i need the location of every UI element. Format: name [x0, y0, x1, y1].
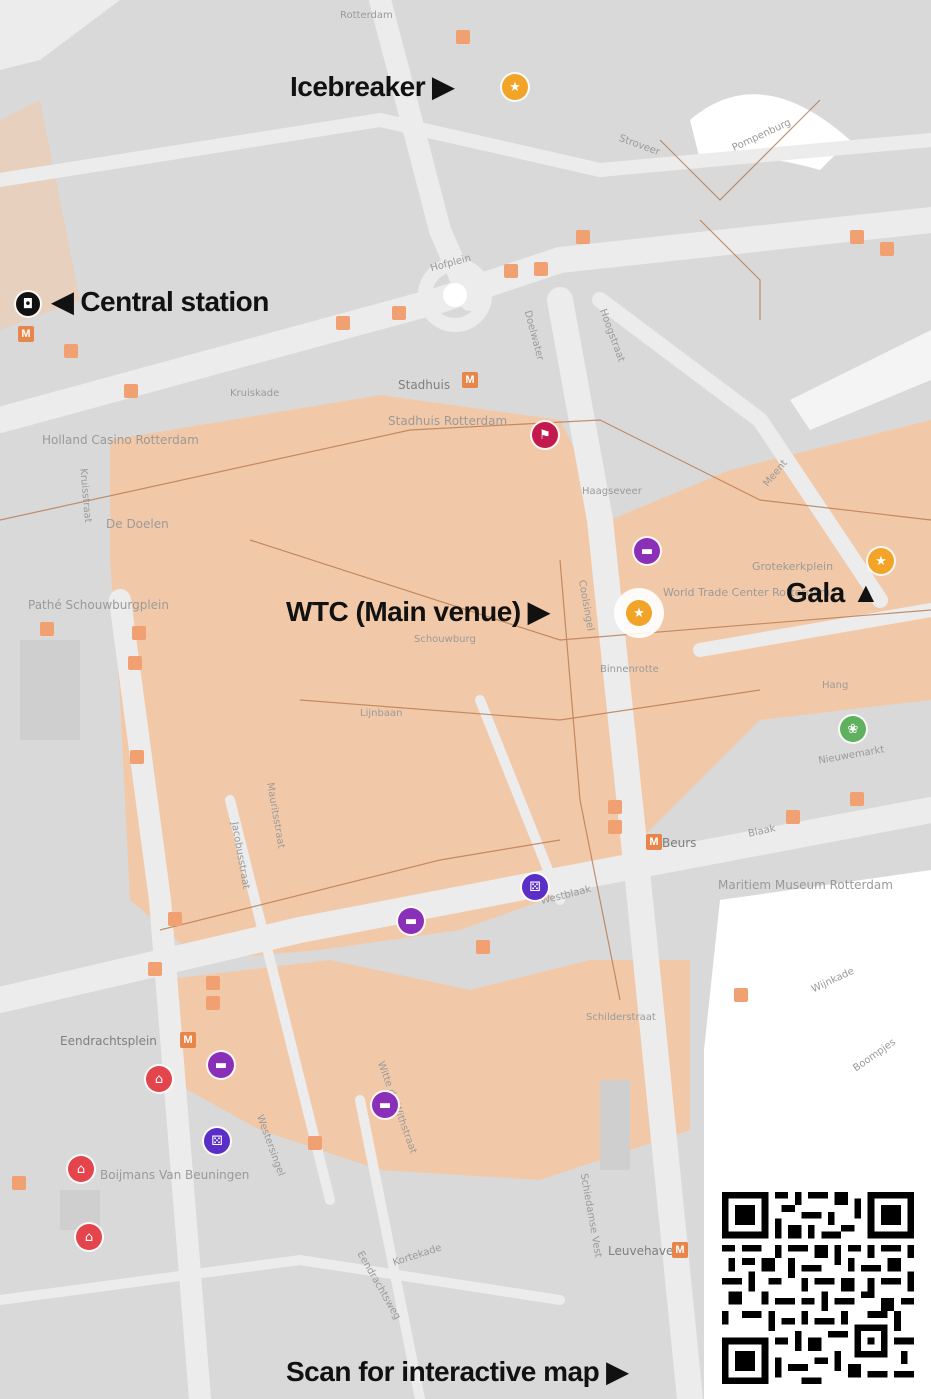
hotel-icon[interactable]: ▬: [398, 908, 424, 934]
poi-marker: [336, 316, 350, 330]
label-schouwburg: Schouwburg: [414, 634, 476, 645]
poi-marker: [40, 622, 54, 636]
qr-code-panel[interactable]: [704, 1176, 931, 1399]
poi-marker: [734, 988, 748, 1002]
label-eendrachtsplein: Eendrachtsplein: [60, 1034, 157, 1048]
label-holland-casino: Holland Casino Rotterdam: [42, 433, 199, 447]
label-leuvehaven: Leuvehaven: [608, 1244, 681, 1258]
icebreaker-star-icon[interactable]: ★: [502, 74, 528, 100]
poi-marker: [128, 656, 142, 670]
poi-marker: [124, 384, 138, 398]
park-icon[interactable]: ❀: [840, 716, 866, 742]
museum-icon[interactable]: ⌂: [146, 1066, 172, 1092]
label-beurs: Beurs: [662, 836, 697, 850]
label-maritiem-museum: Maritiem Museum Rotterdam: [718, 878, 893, 892]
metro-central-icon[interactable]: M: [18, 326, 34, 342]
poi-marker: [12, 1176, 26, 1190]
poi-marker: [504, 264, 518, 278]
poi-marker: [308, 1136, 322, 1150]
water-north: [0, 0, 120, 70]
label-pathe: Pathé Schouwburgplein: [28, 598, 169, 612]
label-world-trade-center: World Trade Center Rotterdam: [663, 586, 831, 599]
poi-marker: [880, 242, 894, 256]
pedestrian-zone-south: [160, 960, 690, 1180]
pedestrian-zone-west: [0, 100, 80, 330]
hofplein-roundabout: [418, 258, 492, 332]
scan-for-interactive-map-label[interactable]: Scan for interactive map ▶: [286, 1356, 628, 1387]
poi-marker: [850, 792, 864, 806]
poi-marker: [786, 810, 800, 824]
poi-marker: [168, 912, 182, 926]
wtc-star-icon[interactable]: ★: [626, 600, 652, 626]
label-stadhuis-rotterdam: Stadhuis Rotterdam: [388, 414, 508, 428]
wtc-main-venue-label[interactable]: WTC (Main venue) ▶: [286, 596, 549, 627]
museum-icon[interactable]: ⌂: [68, 1156, 94, 1182]
icebreaker-label[interactable]: Icebreaker ▶: [290, 71, 454, 102]
hotel-icon[interactable]: ▬: [634, 538, 660, 564]
poi-marker: [476, 940, 490, 954]
poi-marker: [850, 230, 864, 244]
label-lijnbaan: Lijnbaan: [360, 708, 403, 719]
hofplein-fountain: [443, 283, 467, 307]
metro-stadhuis-icon[interactable]: M: [462, 372, 478, 388]
label-binnenrotte: Binnenrotte: [600, 664, 659, 675]
pedestrian-zone-centre: [110, 395, 931, 960]
label-haagseveer: Haagseveer: [582, 486, 642, 497]
casino-icon[interactable]: ⚄: [204, 1128, 230, 1154]
poi-marker: [534, 262, 548, 276]
label-de-doelen: De Doelen: [106, 517, 169, 531]
qr-code[interactable]: [722, 1192, 914, 1384]
poi-marker: [206, 996, 220, 1010]
poi-marker: [132, 626, 146, 640]
label-boijmans: Boijmans Van Beuningen: [100, 1168, 250, 1182]
poi-marker: [576, 230, 590, 244]
label-hang: Hang: [822, 680, 849, 691]
water-leuvehaven: [704, 870, 931, 1176]
poi-marker: [206, 976, 220, 990]
building-blocks: [20, 640, 630, 1230]
label-schilderstraat: Schilderstraat: [586, 1012, 656, 1023]
casino-icon[interactable]: ⚄: [522, 874, 548, 900]
metro-leuvehaven-icon[interactable]: M: [672, 1242, 688, 1258]
label-stadhuis: Stadhuis: [398, 378, 451, 392]
central-station-label[interactable]: ◀ Central station: [52, 286, 269, 317]
metro-beurs-icon[interactable]: M: [646, 834, 662, 850]
town-hall-icon[interactable]: ⚑: [532, 422, 558, 448]
hotel-icon[interactable]: ▬: [372, 1092, 398, 1118]
poi-marker: [148, 962, 162, 976]
hotel-icon[interactable]: ▬: [208, 1052, 234, 1078]
poi-marker: [608, 800, 622, 814]
train-icon[interactable]: ◘: [16, 292, 40, 316]
museum-icon[interactable]: ⌂: [76, 1224, 102, 1250]
poi-marker: [608, 820, 622, 834]
label-grotekerkplein: Grotekerkplein: [752, 560, 834, 573]
label-rotterdam: Rotterdam: [340, 10, 393, 21]
tram-lines: [0, 99, 931, 1001]
poi-marker: [64, 344, 78, 358]
poi-marker: [130, 750, 144, 764]
poi-marker: [456, 30, 470, 44]
gala-star-icon[interactable]: ★: [868, 548, 894, 574]
gala-label[interactable]: Gala ▲: [786, 577, 880, 608]
water-oude-haven: [790, 330, 931, 430]
poi-marker: [392, 306, 406, 320]
label-kruiskade: Kruiskade: [230, 388, 280, 399]
metro-eendrachtsplein-icon[interactable]: M: [180, 1032, 196, 1048]
